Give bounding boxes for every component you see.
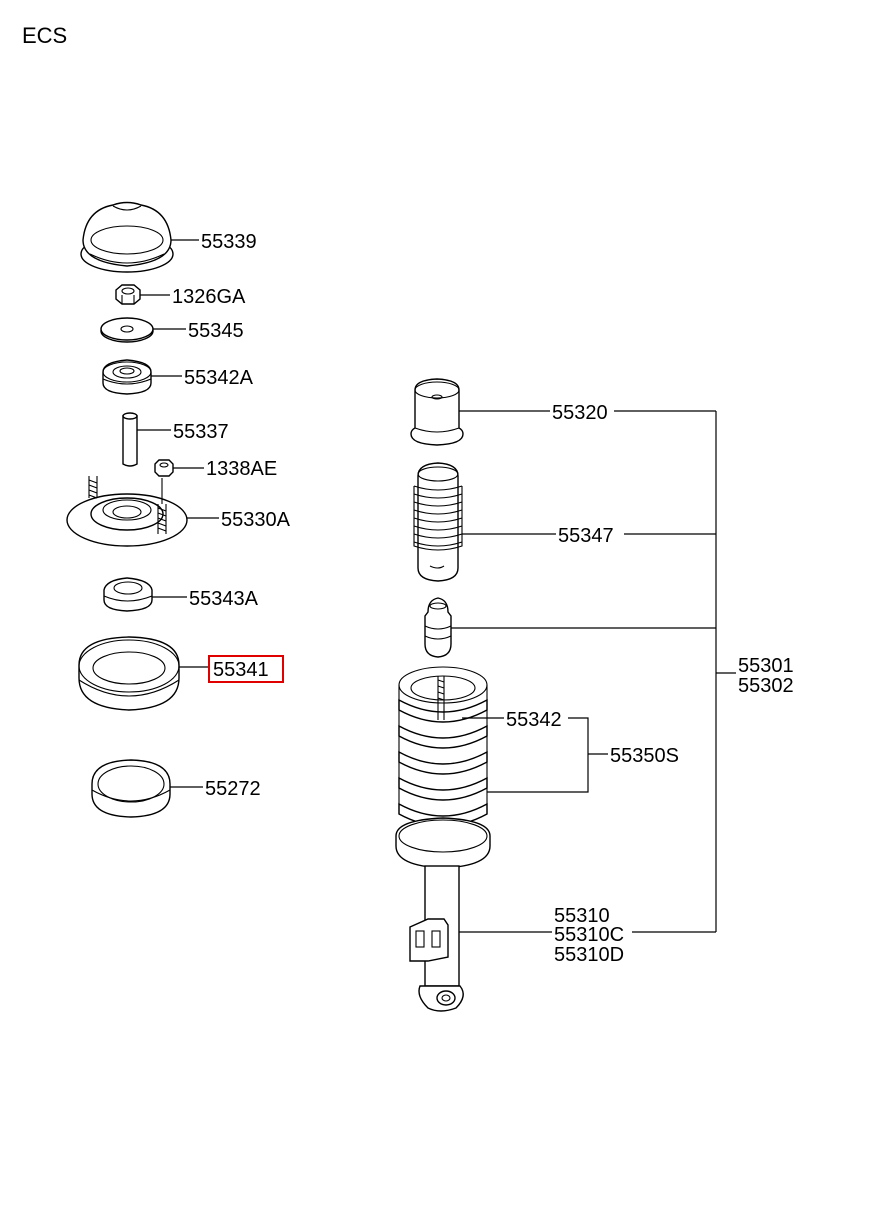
nut-1338ae-drawing	[154, 459, 174, 477]
label-55347[interactable]: 55347	[558, 525, 614, 547]
bushing-55343a-drawing	[103, 577, 153, 612]
seat-55341-drawing	[78, 636, 180, 711]
cap-55339-drawing	[80, 201, 174, 273]
coil-spring-drawing	[395, 666, 491, 869]
boot-55347-drawing	[413, 462, 463, 582]
label-55339[interactable]: 55339	[201, 231, 257, 253]
sleeve-55337-drawing	[122, 412, 138, 467]
label-1326ga[interactable]: 1326GA	[172, 286, 246, 308]
label-55302[interactable]: 55302	[738, 675, 794, 697]
nut-1326ga-drawing	[115, 284, 141, 305]
label-55342a[interactable]: 55342A	[184, 367, 254, 389]
shock-absorber-drawing	[409, 865, 464, 1012]
label-55342[interactable]: 55342	[506, 709, 562, 731]
diagram-title: ECS	[22, 23, 67, 48]
label-55330a[interactable]: 55330A	[221, 509, 291, 531]
highlight-box-55341	[208, 655, 284, 683]
ring-55272-drawing	[91, 759, 171, 818]
label-55301[interactable]: 55301	[738, 655, 794, 677]
label-55320[interactable]: 55320	[552, 402, 608, 424]
cap-55320-drawing	[410, 378, 464, 446]
label-55310c[interactable]: 55310C	[554, 924, 624, 946]
washer-55345-drawing	[100, 317, 154, 343]
bracket-55350s	[487, 717, 589, 793]
label-55310d[interactable]: 55310D	[554, 944, 624, 966]
label-55310[interactable]: 55310	[554, 905, 610, 927]
label-55350s[interactable]: 55350S	[610, 745, 679, 767]
label-1338ae[interactable]: 1338AE	[206, 458, 277, 480]
label-55341[interactable]: 55341	[213, 659, 269, 681]
label-55272[interactable]: 55272	[205, 778, 261, 800]
bump-stopper-drawing	[424, 597, 452, 658]
label-55337[interactable]: 55337	[173, 421, 229, 443]
bushing-55342a-drawing	[102, 359, 152, 395]
label-55343a[interactable]: 55343A	[189, 588, 259, 610]
mount-55330a-drawing	[66, 476, 188, 547]
label-55345[interactable]: 55345	[188, 320, 244, 342]
